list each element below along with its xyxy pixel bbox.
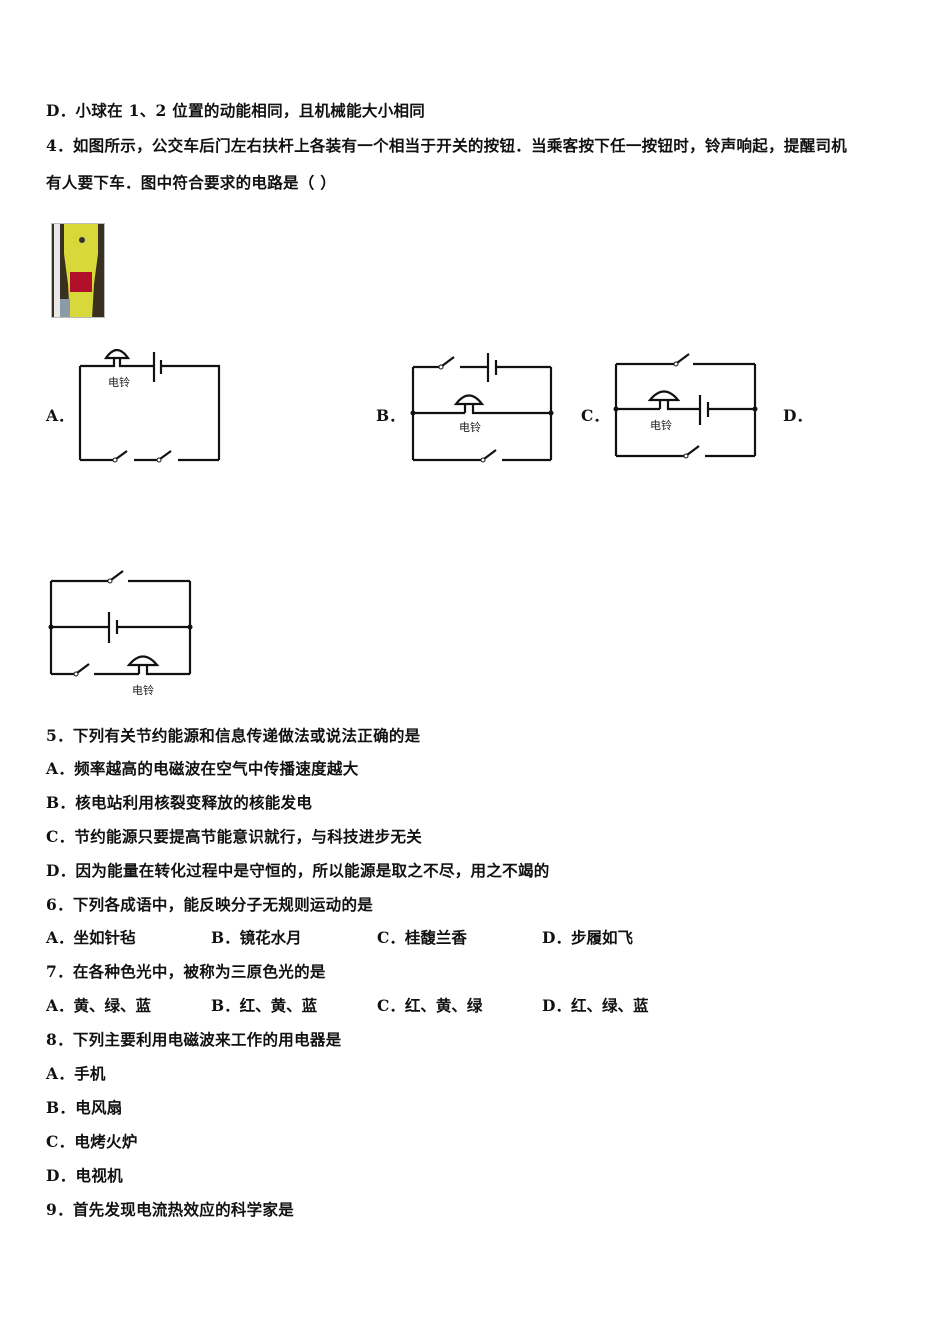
bell-label-d: 电铃	[132, 683, 154, 697]
choice-a-label: A．	[46, 406, 74, 425]
q5-option-a: A．频率越高的电磁波在空气中传播速度越大	[46, 759, 359, 778]
q8-option-a: A．手机	[46, 1064, 106, 1083]
q4-stem-line1: 4．如图所示，公交车后门左右扶杆上各装有一个相当于开关的按钮．当乘客按下任一按钮…	[46, 136, 848, 155]
q7-option-b: B．红、黄、蓝	[211, 996, 318, 1015]
bus-handrail-button-photo	[51, 223, 105, 318]
q6-option-c: C．桂馥兰香	[377, 928, 467, 947]
q6-stem: 6．下列各成语中，能反映分子无规则运动的是	[46, 895, 374, 914]
q7-options-row: A．黄、绿、蓝 B．红、黄、蓝 C．红、黄、绿 D．红、绿、蓝	[46, 996, 906, 1016]
circuit-diagram-c: 电铃	[613, 353, 758, 459]
q3-option-d: D．小球在 1、2 位置的动能相同，且机械能大小相同	[46, 101, 426, 120]
choice-c-label: C．	[581, 406, 609, 425]
q4-stem-line2: 有人要下车．图中符合要求的电路是（ ）	[46, 173, 337, 192]
q7-stem: 7．在各种色光中，被称为三原色光的是	[46, 962, 326, 981]
circuit-diagram-a: 电铃	[78, 348, 221, 463]
bell-label-c: 电铃	[650, 418, 672, 432]
q6-option-a: A．坐如针毡	[46, 928, 136, 947]
q6-option-d: D．步履如飞	[542, 928, 633, 947]
q7-option-c: C．红、黄、绿	[377, 996, 483, 1015]
q8-option-c: C．电烤火炉	[46, 1132, 138, 1151]
q5-option-b: B．核电站利用核裂变释放的核能发电	[46, 793, 313, 812]
circuit-diagram-b: 电铃	[410, 353, 554, 463]
q7-option-d: D．红、绿、蓝	[542, 996, 649, 1015]
choice-b-label: B．	[376, 406, 405, 425]
q8-option-d: D．电视机	[46, 1166, 123, 1185]
q5-option-c: C．节约能源只要提高节能意识就行，与科技进步无关	[46, 827, 423, 846]
q6-options-row: A．坐如针毡 B．镜花水月 C．桂馥兰香 D．步履如飞	[46, 928, 906, 948]
q5-stem: 5．下列有关节约能源和信息传递做法或说法正确的是	[46, 726, 421, 745]
q8-option-b: B．电风扇	[46, 1098, 123, 1117]
q8-stem: 8．下列主要利用电磁波来工作的用电器是	[46, 1030, 342, 1049]
q7-option-a: A．黄、绿、蓝	[46, 996, 152, 1015]
q9-stem: 9．首先发现电流热效应的科学家是	[46, 1200, 295, 1219]
bell-label-a: 电铃	[108, 375, 130, 389]
choice-d-label: D．	[783, 406, 812, 425]
q6-option-b: B．镜花水月	[211, 928, 302, 947]
q5-option-d: D．因为能量在转化过程中是守恒的，所以能源是取之不尽，用之不竭的	[46, 861, 550, 880]
circuit-diagram-d: 电铃	[48, 570, 193, 697]
bell-label-b: 电铃	[459, 420, 481, 434]
